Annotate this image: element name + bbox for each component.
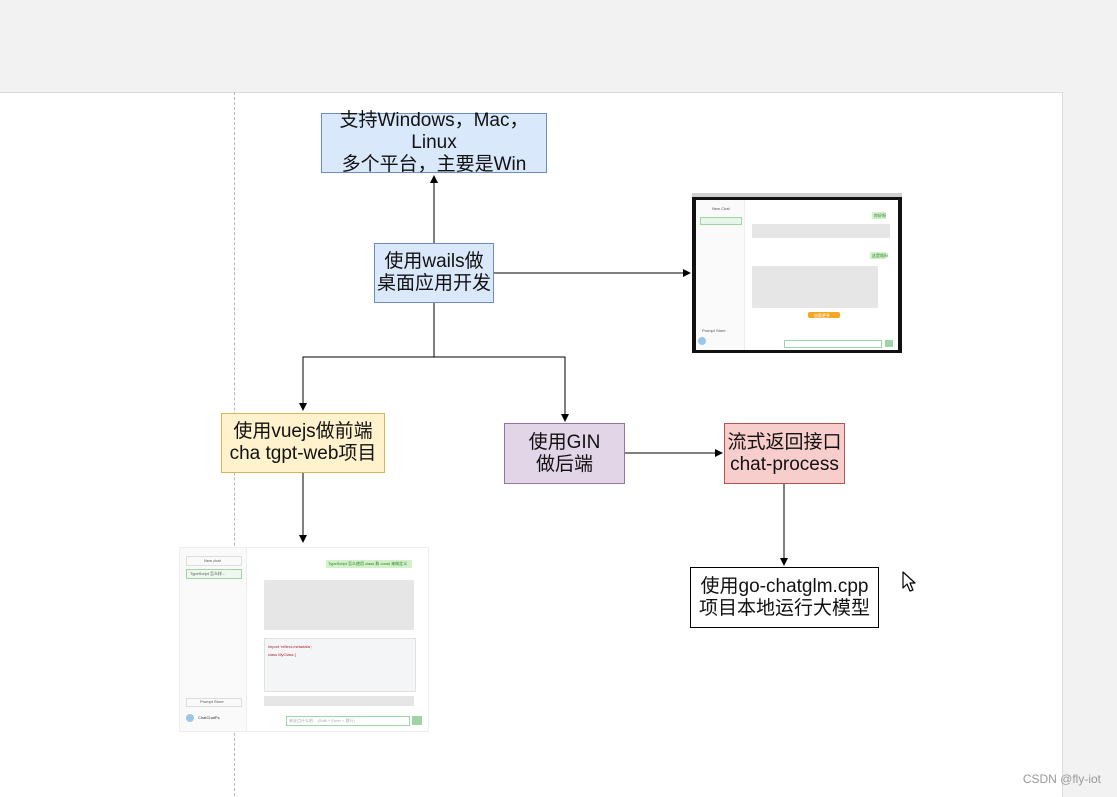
web-prompt-store: Prompt Store (200, 699, 224, 704)
vue-node[interactable]: 使用vuejs做前端 cha tgpt-web项目 (221, 413, 385, 473)
web-history-item: TypeScript 怎么样... (190, 571, 226, 576)
vue-line2: cha tgpt-web项目 (229, 443, 377, 464)
desktop-user-msg2: 这是啥呀 (872, 253, 888, 258)
web-input: 来说点什么吧... (Shift + Enter = 换行) (289, 718, 355, 723)
mouse-cursor-icon (902, 571, 916, 592)
desktop-user-msg1: 你好呀 (874, 213, 886, 218)
model-line2: 项目本地运行大模型 (698, 597, 870, 619)
stream-node[interactable]: 流式返回接口 chat-process (724, 423, 845, 484)
desktop-new-chat: New Chat (712, 206, 730, 211)
web-code-line2: class MyClass { (268, 652, 297, 657)
web-user-name: ChatChatPs (198, 715, 220, 720)
wails-node[interactable]: 使用wails做 桌面应用开发 (374, 243, 494, 303)
platforms-line2: 多个平台，主要是Win (341, 154, 527, 175)
gin-line1: 使用GIN (528, 431, 601, 453)
stream-line1: 流式返回接口 (727, 431, 842, 453)
desktop-prompt-store: Prompt Store (702, 328, 726, 333)
platforms-node[interactable]: 支持Windows，Mac，Linux 多个平台，主要是Win (321, 110, 547, 175)
vue-line1: 使用vuejs做前端 (233, 421, 373, 442)
gin-node[interactable]: 使用GIN 做后端 (504, 423, 625, 484)
model-node[interactable]: 使用go-chatglm.cpp 项目本地运行大模型 (690, 567, 879, 628)
avatar (698, 337, 706, 345)
wails-line1: 使用wails做 (384, 251, 484, 272)
wails-line2: 桌面应用开发 (376, 273, 491, 294)
avatar (186, 714, 194, 722)
gin-line2: 做后端 (535, 453, 593, 475)
web-app-screenshot: New chat TypeScript 怎么样... Prompt Store … (179, 547, 429, 732)
web-user-msg: TypeScript 怎么使用 class 和 const 来做定义 (328, 561, 408, 566)
desktop-button: 加载更多 (814, 313, 830, 318)
platforms-line1: 支持Windows，Mac，Linux (339, 110, 529, 153)
desktop-app-screenshot: New Chat Prompt Store 你好呀 这是啥呀 加载更多 (692, 193, 902, 353)
web-code-line1: import 'reflect-metadata'; (268, 644, 312, 649)
watermark: CSDN @fly-iot (1022, 772, 1101, 786)
web-new-chat: New chat (204, 558, 221, 563)
arrow-wails-to-gin (434, 356, 569, 422)
arrow-wails-to-vue (299, 303, 435, 411)
stream-line2: chat-process (730, 453, 839, 475)
model-line1: 使用go-chatglm.cpp (700, 575, 869, 597)
